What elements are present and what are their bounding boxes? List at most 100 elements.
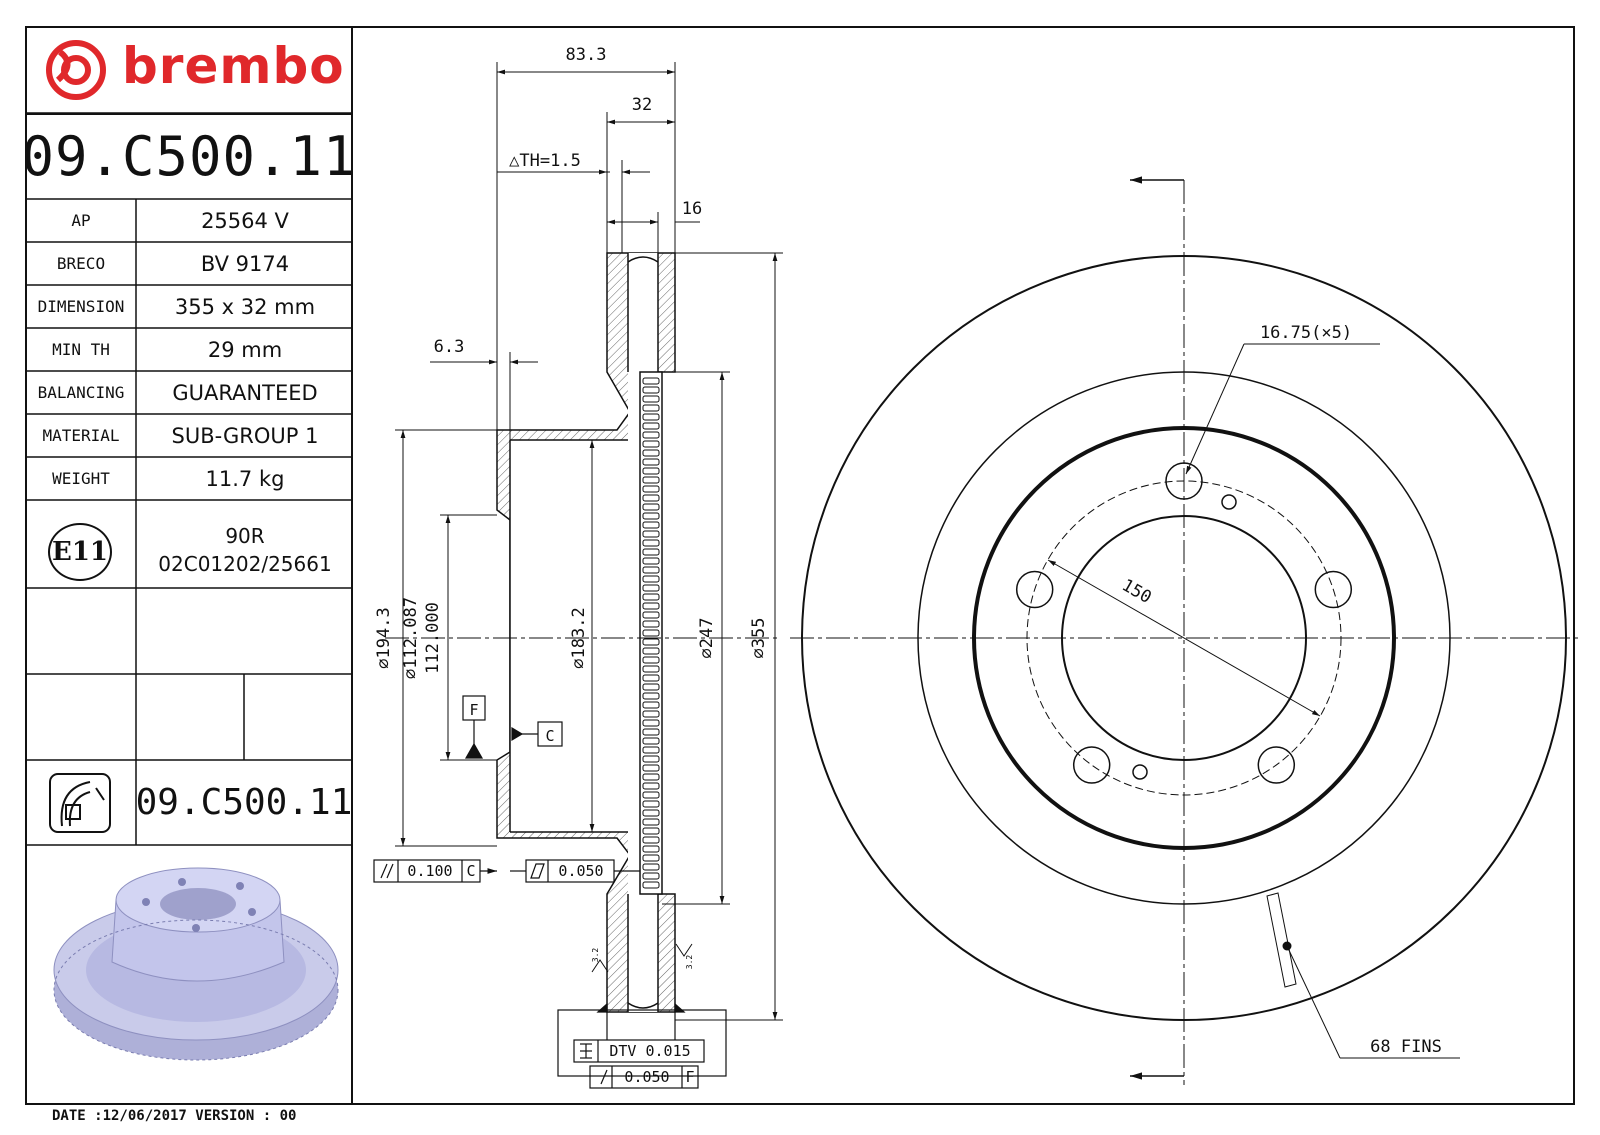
fin — [642, 494, 660, 502]
fin — [642, 647, 660, 655]
fin — [642, 809, 660, 817]
locator-hole — [1132, 764, 1148, 780]
spec-row-balancing: BALANCING GUARANTEED — [26, 371, 352, 414]
fin — [642, 467, 660, 475]
fin — [642, 674, 660, 682]
dim-fin: 16 — [682, 199, 702, 219]
spec-row-weight: WEIGHT 11.7 kg — [26, 457, 352, 500]
e11-homologation-mark: E11 — [48, 523, 112, 581]
front-view — [801, 176, 1567, 1080]
fin — [642, 521, 660, 529]
date-version-footer: DATE :12/06/2017 VERSION : 00 — [52, 1108, 297, 1124]
spec-value: 11.7 kg — [205, 466, 285, 491]
fin — [642, 485, 660, 493]
inner-friction-circle — [917, 371, 1451, 905]
fin — [642, 764, 660, 772]
sheet-border — [25, 26, 1575, 1105]
spec-key: MATERIAL — [42, 426, 120, 445]
dim-dia-247: ⌀247 — [697, 618, 717, 659]
outer-diameter-circle — [801, 255, 1567, 1021]
tolerance-text: 0.100 C 0.050 DTV 0.015 0.050 F — [407, 862, 694, 1086]
fin — [642, 512, 660, 520]
front-view-text: 16.75(×5) 150 68 FINS — [1118, 323, 1442, 1057]
fin — [642, 422, 660, 430]
dim-dia-194: ⌀194.3 — [374, 607, 394, 668]
dim-dia-112-min: 112.000 — [423, 602, 443, 674]
spec-row-material: MATERIAL SUB-GROUP 1 — [26, 414, 352, 457]
locator-hole — [1221, 494, 1237, 510]
fin — [642, 683, 660, 691]
fin — [642, 818, 660, 826]
fin — [642, 782, 660, 790]
fin — [642, 557, 660, 565]
fin — [642, 602, 660, 610]
fin — [642, 665, 660, 673]
brembo-logo-icon — [46, 40, 106, 100]
fin — [642, 476, 660, 484]
spec-row-min-th: MIN TH 29 mm — [26, 328, 352, 371]
spec-key: DIMENSION — [37, 297, 125, 316]
tol-dtv: DTV 0.015 — [609, 1042, 690, 1060]
fins-column — [642, 377, 660, 889]
fin — [642, 755, 660, 763]
fin — [642, 872, 660, 880]
fin — [642, 836, 660, 844]
dim-overall-width: 83.3 — [566, 45, 607, 65]
fin — [642, 503, 660, 511]
spec-key: WEIGHT — [52, 469, 110, 488]
bolt-hole — [1072, 746, 1111, 784]
fin — [642, 845, 660, 853]
disc-render — [53, 867, 339, 1061]
spec-row-dimension: DIMENSION 355 x 32 mm — [26, 285, 352, 328]
brand-logo: brembo — [26, 27, 352, 115]
section-dimensions — [395, 62, 783, 1021]
tol-runout: 0.050 — [624, 1068, 669, 1086]
homologation-info: 90R 02C01202/25661 — [138, 512, 352, 588]
title-block-grid — [26, 112, 352, 846]
fin — [642, 584, 660, 592]
part-number-repeat: 09.C500.11 — [135, 781, 353, 823]
dim-dia-355: ⌀355 — [749, 618, 769, 659]
roughness-b: 3.2 — [685, 955, 694, 970]
dim-dia-112-max: ⌀112.087 — [401, 597, 421, 679]
dim-thickness: 32 — [632, 95, 652, 115]
fin — [642, 395, 660, 403]
spec-value: SUB-GROUP 1 — [171, 423, 319, 448]
fin — [642, 458, 660, 466]
spec-value: 355 x 32 mm — [174, 294, 316, 319]
fin — [642, 629, 660, 637]
hole-note: 16.75(×5) — [1260, 323, 1352, 343]
homologation-line1: 90R — [225, 524, 265, 548]
pcd-circle — [1026, 480, 1342, 796]
section-view — [496, 252, 676, 1013]
fin — [642, 548, 660, 556]
hat-circle — [972, 426, 1396, 850]
section-dimension-text: 83.3 32 △TH=1.5 16 6.3 ⌀194.3 ⌀112.087 1… — [374, 45, 769, 679]
fin — [642, 611, 660, 619]
homologation-line2: 02C01202/25661 — [158, 552, 332, 576]
fin — [642, 827, 660, 835]
spec-value: 25564 V — [201, 208, 289, 233]
fin — [642, 710, 660, 718]
fin — [642, 386, 660, 394]
fin — [642, 575, 660, 583]
dim-th-tolerance: △TH=1.5 — [509, 151, 581, 171]
fin — [642, 449, 660, 457]
fin — [642, 539, 660, 547]
fin — [642, 413, 660, 421]
roughness-marks: 3.2 3.2 — [591, 943, 694, 973]
fin — [642, 800, 660, 808]
disc-icon — [49, 773, 111, 833]
fin — [642, 863, 660, 871]
spec-key: MIN TH — [52, 340, 110, 359]
fin — [642, 404, 660, 412]
fin — [642, 377, 660, 385]
datum-c-label: C — [545, 727, 554, 745]
spec-value: 29 mm — [207, 337, 283, 362]
tolerance-frames — [373, 859, 727, 1089]
roughness-a: 3.2 — [591, 948, 600, 963]
fin — [642, 728, 660, 736]
bolt-hole — [1165, 462, 1203, 500]
spec-row-ap: AP 25564 V — [26, 199, 352, 242]
fin — [642, 791, 660, 799]
